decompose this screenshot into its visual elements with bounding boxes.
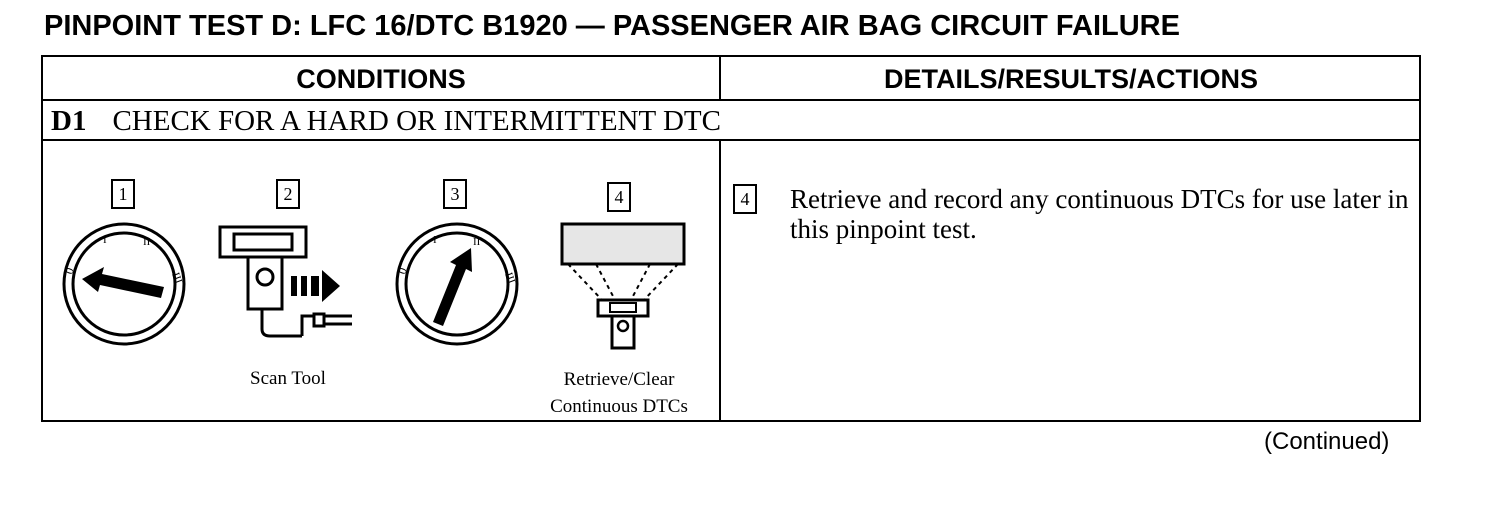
continued-note: (Continued) (1264, 428, 1390, 455)
details-header: DETAILS/RESULTS/ACTIONS (883, 64, 1258, 94)
ignition-key-run-icon: 0 I II III (395, 222, 519, 346)
svg-text:III: III (169, 271, 184, 286)
svg-text:III: III (502, 271, 517, 286)
step-divider (43, 139, 1419, 141)
svg-text:II: II (143, 236, 151, 248)
retrieve-clear-dtc-icon (560, 222, 686, 350)
ignition-key-off-icon: 0 I II III (62, 222, 186, 346)
svg-text:0: 0 (395, 266, 410, 276)
step-label: CHECK FOR A HARD OR INTERMITTENT DTC (112, 105, 721, 137)
retrieve-clear-caption-line1: Retrieve/Clear (563, 369, 675, 390)
page-title: PINPOINT TEST D: LFC 16/DTC B1920 — PASS… (44, 10, 1180, 42)
illustration-number-2: 2 (276, 179, 300, 209)
scan-tool-caption: Scan Tool (250, 368, 326, 389)
svg-text:I: I (103, 234, 107, 246)
pinpoint-test-table: CONDITIONS DETAILS/RESULTS/ACTIONS D1 CHE… (41, 55, 1421, 422)
illustration-number-1: 1 (111, 179, 135, 209)
header-column-divider (719, 57, 721, 99)
svg-text:0: 0 (62, 266, 77, 276)
svg-text:I: I (433, 234, 437, 246)
action-number: 4 (733, 184, 757, 214)
header-divider (43, 99, 1419, 101)
svg-text:II: II (473, 236, 481, 248)
retrieve-clear-caption-line2: Continuous DTCs (550, 396, 688, 417)
illustration-number-3: 3 (443, 179, 467, 209)
conditions-header: CONDITIONS (296, 64, 466, 94)
scan-tool-connect-icon (218, 225, 352, 338)
illustration-number-4: 4 (607, 182, 631, 212)
action-text: Retrieve and record any continuous DTCs … (790, 184, 1409, 244)
retrieve-clear-caption: Retrieve/Clear Continuous DTCs (530, 366, 708, 420)
step-row: D1 CHECK FOR A HARD OR INTERMITTENT DTC (51, 101, 721, 141)
body-column-divider (719, 141, 721, 420)
step-id: D1 (51, 105, 87, 137)
